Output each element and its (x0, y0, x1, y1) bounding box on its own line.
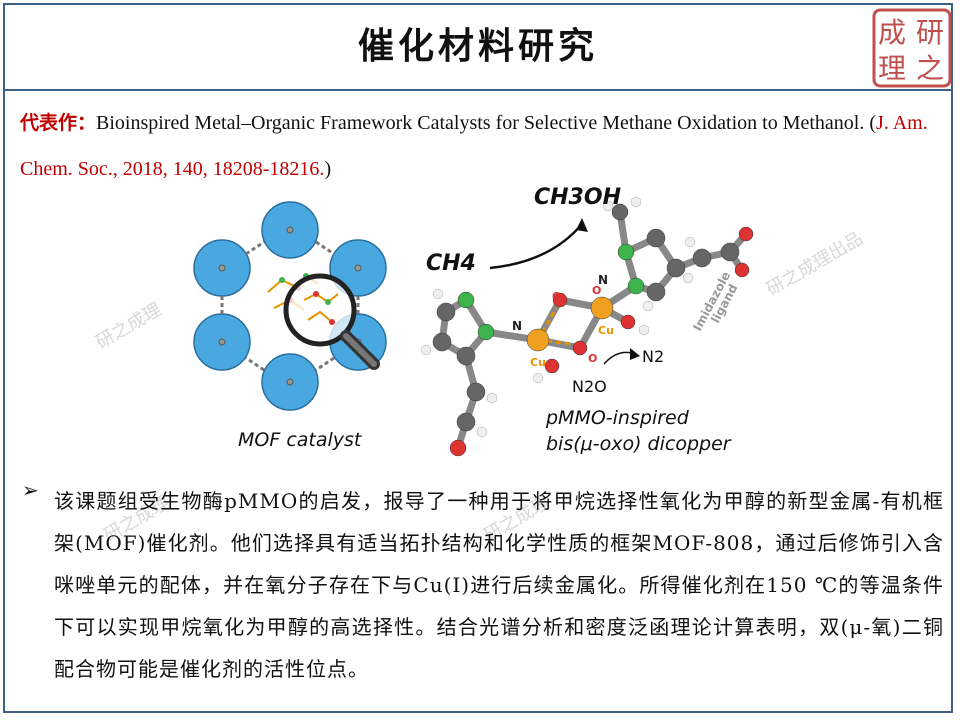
paper-title: Bioinspired Metal–Organic Framework Cata… (96, 112, 877, 134)
seal-char-2: 研 (916, 16, 944, 49)
page-title: 催化材料研究 (357, 25, 598, 67)
reference-label: 代表作： (20, 112, 97, 134)
pmmo-caption-2: bis(μ-oxo) dicopper (546, 433, 732, 455)
methane-label: CH4 (426, 251, 476, 276)
o-top-left-label: O (552, 290, 561, 303)
bullet-icon: ➢ (22, 478, 39, 502)
o-bottom-label: O (588, 352, 597, 365)
seal-char-4: 之 (916, 52, 944, 85)
reaction-arrow (489, 223, 583, 270)
magnifier-icon (283, 273, 357, 347)
n-left-label: N (512, 319, 522, 333)
journal-citation: J. Am. Chem. Soc., 2018, 140, 18208-1821… (20, 112, 928, 180)
body-paragraph: 该课题组受生物酶pMMO的启发，报导了一种用于将甲烷选择性氧化为甲醇的新型金属-… (54, 489, 944, 681)
seal-char-3: 理 (878, 52, 906, 85)
seal-char-1: 成 (878, 16, 906, 49)
n-right-label: N (598, 273, 608, 287)
reference-paragraph: 代表作：Bioinspired Metal–Organic Framework … (20, 100, 944, 192)
title-bar: 催化材料研究 (3, 3, 953, 91)
cu-right-label: Cu (598, 324, 614, 337)
cu-left-label: Cu (530, 356, 546, 369)
n2o-label: N2O (572, 377, 607, 396)
slide-frame (3, 3, 953, 713)
catalyst-figure: MOF catalyst (193, 185, 754, 457)
seal-logo: 成 研 理 之 (872, 8, 952, 88)
n2-label: N2 (642, 347, 664, 366)
reference-close: ) (324, 158, 332, 180)
o-top-right-label: O (592, 284, 601, 297)
mof-structure (193, 201, 387, 411)
mof-caption: MOF catalyst (238, 429, 363, 451)
pmmo-caption-1: pMMO-inspired (545, 407, 690, 429)
dicopper-molecule (420, 196, 754, 457)
methanol-label: CH3OH (534, 185, 621, 210)
n2o-arrow-head (630, 348, 640, 360)
reaction-arrow-head (576, 218, 588, 232)
